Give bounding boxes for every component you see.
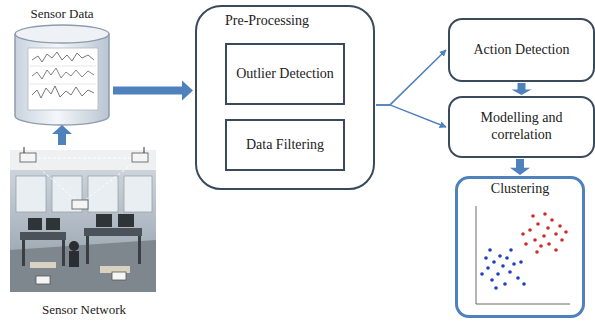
arrow-line xyxy=(376,50,446,105)
node-label: Data Filtering xyxy=(246,137,324,154)
node-label: Modelling and correlation xyxy=(456,110,587,144)
node-label: Clustering xyxy=(458,179,582,198)
process-box: Outlier Detection xyxy=(225,43,345,105)
group-box: Pre-ProcessingOutlier DetectionData Filt… xyxy=(195,5,375,190)
node-label: Outlier Detection xyxy=(236,66,334,83)
block-arrow xyxy=(113,80,193,100)
clustering-box: Clustering xyxy=(455,176,585,318)
arrow-line xyxy=(376,105,446,127)
block-arrow xyxy=(52,125,72,145)
node-label: Action Detection xyxy=(473,42,569,59)
office-photo xyxy=(10,147,156,292)
database-cylinder xyxy=(15,25,109,125)
process-box: Action Detection xyxy=(448,18,595,82)
process-box: Data Filtering xyxy=(225,119,345,171)
process-box: Modelling and correlation xyxy=(448,96,595,158)
sensor-network-node: Sensor Network xyxy=(8,146,160,320)
block-arrow xyxy=(512,83,532,95)
database-node: Sensor Data xyxy=(12,4,112,124)
node-label: Pre-Processing xyxy=(225,13,309,30)
node-label: Sensor Data xyxy=(12,6,112,22)
block-arrow xyxy=(510,159,530,175)
scatter-plot xyxy=(468,201,574,311)
node-label: Sensor Network xyxy=(8,302,160,318)
